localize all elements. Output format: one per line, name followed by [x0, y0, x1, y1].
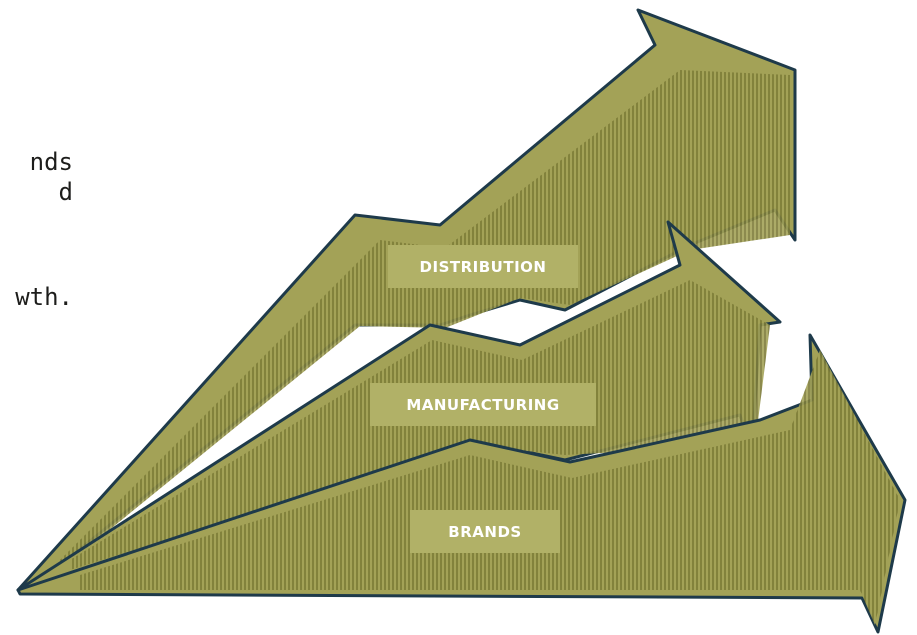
brands-label: BRANDS: [410, 510, 560, 553]
brands-arrow: [16, 333, 907, 634]
body-text-fragment-1: nds: [29, 148, 73, 176]
manufacturing-label-text: MANUFACTURING: [406, 396, 559, 414]
distribution-label: DISTRIBUTION: [388, 245, 578, 288]
distribution-label-text: DISTRIBUTION: [420, 258, 547, 276]
body-text-fragment-2: d: [58, 178, 73, 206]
brands-label-text: BRANDS: [448, 523, 521, 541]
manufacturing-label: MANUFACTURING: [370, 383, 596, 426]
body-text-fragment-3: wth.: [15, 283, 73, 311]
distribution-arrow: [16, 8, 797, 592]
